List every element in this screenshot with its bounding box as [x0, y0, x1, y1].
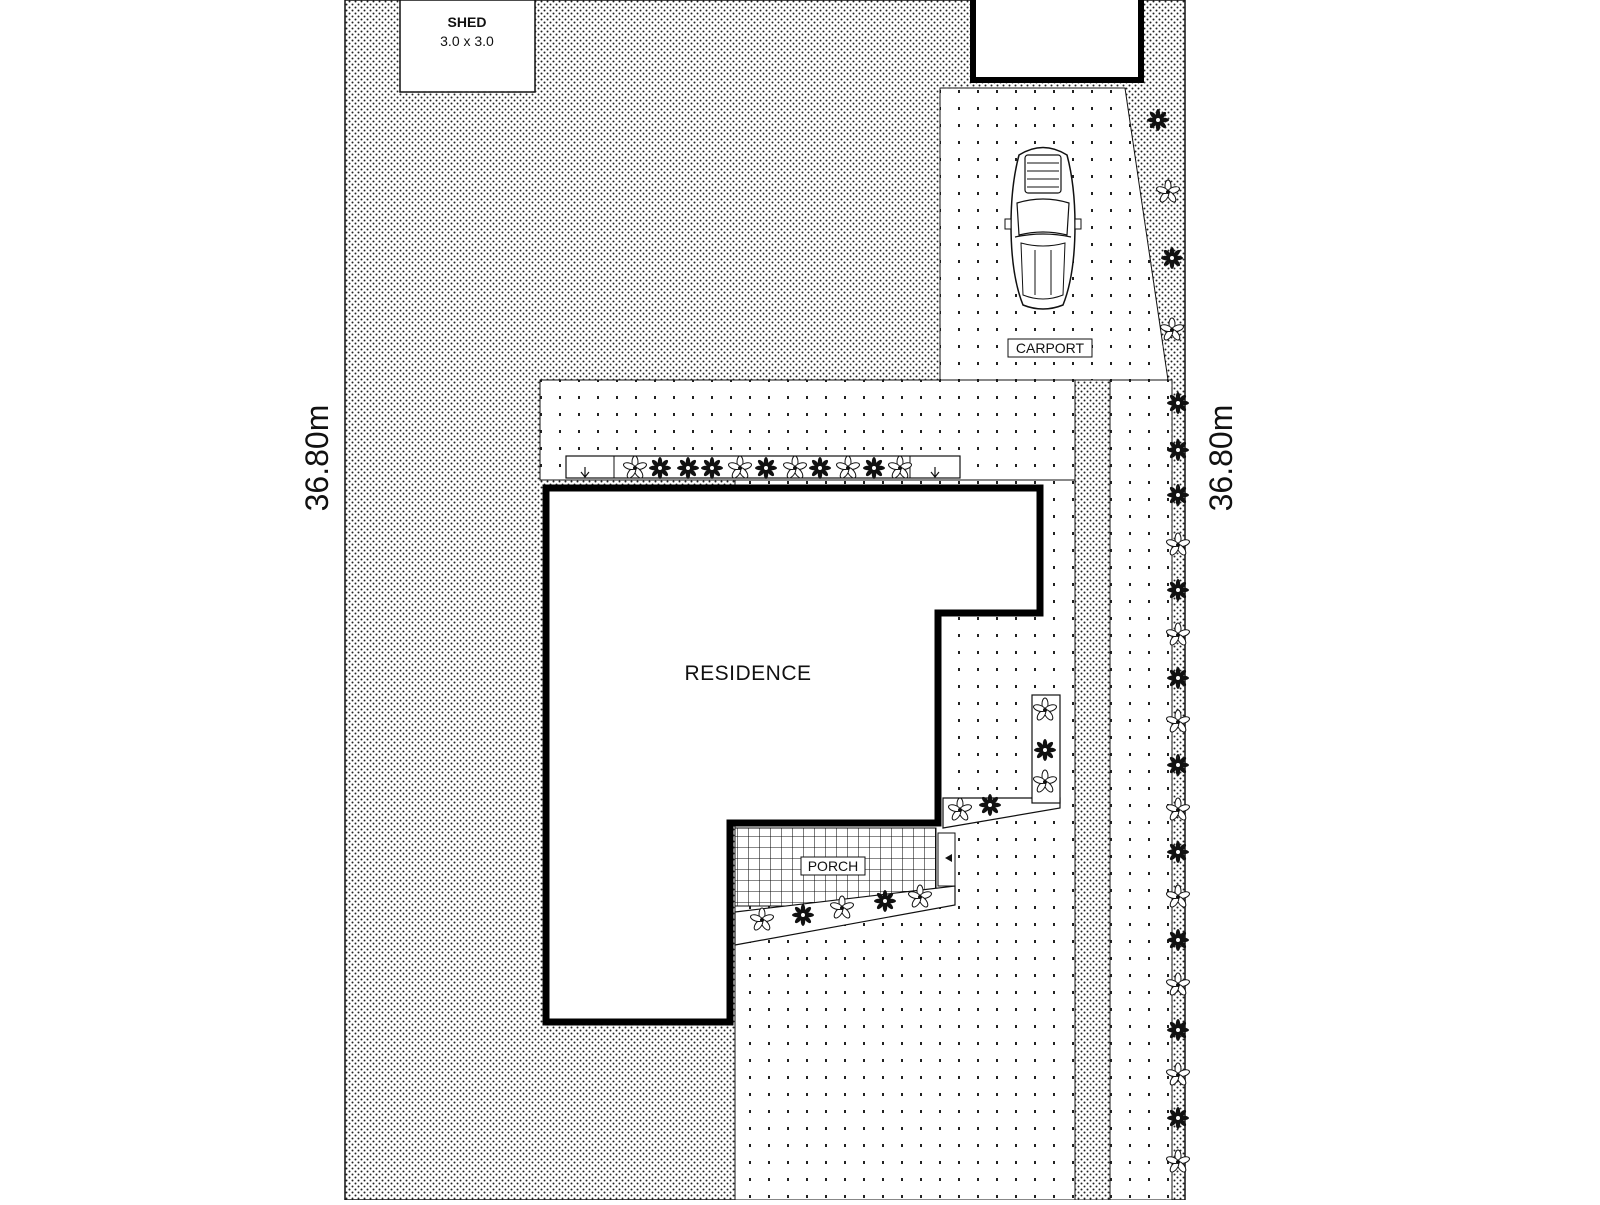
lawn-strip — [1074, 379, 1111, 1201]
shrub-icon — [1166, 578, 1190, 602]
shrub-icon — [1033, 738, 1057, 762]
entry-marker — [945, 854, 952, 862]
shrub-icon — [700, 456, 724, 480]
garage-block — [970, 0, 1144, 83]
shrub-icon — [1166, 928, 1190, 952]
shrub-icon — [1166, 438, 1190, 462]
shrub-icon — [1166, 666, 1190, 690]
driveway-paving — [1109, 379, 1173, 1201]
shrub-icon — [1166, 1018, 1190, 1042]
shrub-icon — [1166, 1106, 1190, 1130]
residence-label: RESIDENCE — [684, 662, 811, 685]
porch-label: PORCH — [808, 858, 859, 874]
shrub-icon — [1166, 840, 1190, 864]
shrub-icon — [808, 456, 832, 480]
side-garden-bed — [942, 797, 1061, 829]
shrub-icon — [978, 793, 1002, 817]
shrub-icon — [862, 456, 886, 480]
residence — [542, 484, 1044, 1026]
shrub-icon — [754, 456, 778, 480]
shrub-icon — [648, 456, 672, 480]
shed — [399, 0, 536, 93]
shrub-icon — [1166, 483, 1190, 507]
shed-title: SHED — [448, 14, 487, 30]
car-icon — [1004, 146, 1082, 310]
shrub-icon — [1166, 753, 1190, 777]
carport-label: CARPORT — [1016, 340, 1085, 356]
dimension-right: 36.80m — [1203, 405, 1239, 512]
shrub-icon — [1160, 246, 1184, 270]
dimension-left: 36.80m — [299, 405, 335, 512]
shrub-icon — [1146, 108, 1170, 132]
porch-step — [937, 832, 956, 887]
shrub-icon — [1166, 391, 1190, 415]
shrub-icon — [791, 903, 815, 927]
shrub-icon — [676, 456, 700, 480]
shrub-icon — [873, 889, 897, 913]
carport-label-box — [1007, 338, 1093, 358]
shed-size: 3.0 x 3.0 — [440, 33, 494, 49]
porch-label-box — [800, 856, 866, 876]
downpipe-marker — [580, 467, 590, 478]
downpipe-marker — [930, 467, 940, 478]
